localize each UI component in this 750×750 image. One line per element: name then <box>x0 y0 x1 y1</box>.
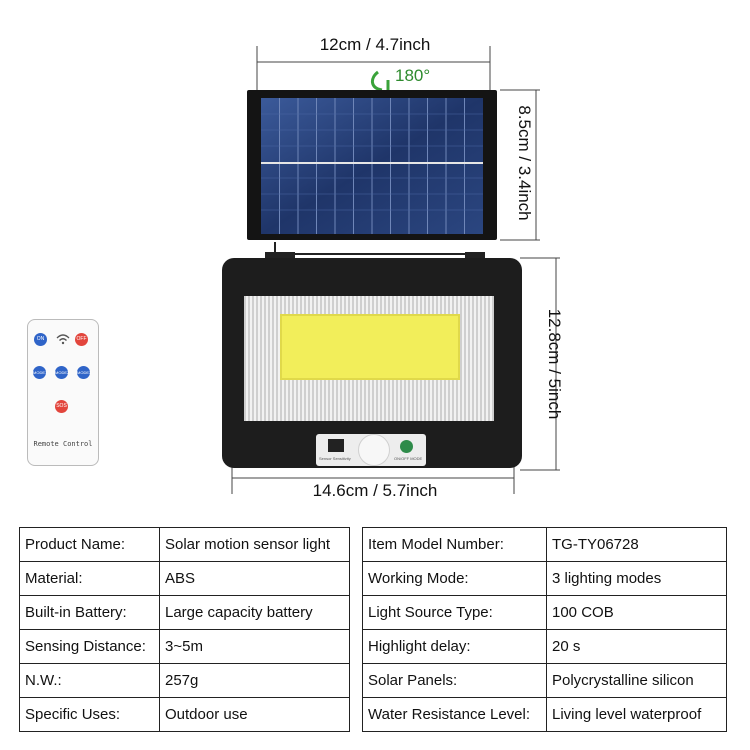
table-row: Highlight delay: 20 s <box>362 629 727 664</box>
spec-value: Solar motion sensor light <box>159 527 350 562</box>
spec-value: 3 lighting modes <box>546 561 727 596</box>
spec-label: Item Model Number: <box>362 527 547 562</box>
table-row: Built-in Battery: Large capacity battery <box>19 595 350 630</box>
panel-width-label: 12cm / 4.7inch <box>319 35 431 54</box>
table-row: Solar Panels: Polycrystalline silicon <box>362 663 727 698</box>
spec-value: Large capacity battery <box>159 595 350 630</box>
lamp-width-label: 14.6cm / 5.7inch <box>312 481 438 500</box>
spec-label: Built-in Battery: <box>19 595 160 630</box>
button-caption: ON/OFF MODE <box>394 456 423 461</box>
solar-panel <box>247 90 497 240</box>
spec-value: 100 COB <box>546 595 727 630</box>
spec-label: N.W.: <box>19 663 160 698</box>
rotation-label: 180° <box>395 66 431 85</box>
cob-led <box>280 314 460 380</box>
spec-label: Working Mode: <box>362 561 547 596</box>
panel-cable <box>265 242 485 260</box>
spec-table-left: Product Name: Solar motion sensor light … <box>19 527 350 732</box>
spec-value: 20 s <box>546 629 727 664</box>
table-row: Working Mode: 3 lighting modes <box>362 561 727 596</box>
sos-button[interactable]: SOS <box>55 400 68 413</box>
remote-control: ON OFF MODE1 MODE2 MODE3 SOS Remote Cont… <box>27 319 99 466</box>
spec-value: TG-TY06728 <box>546 527 727 562</box>
led-reflector <box>244 296 494 421</box>
table-row: Specific Uses: Outdoor use <box>19 697 350 732</box>
spec-value: Outdoor use <box>159 697 350 732</box>
spec-table-right: Item Model Number: TG-TY06728 Working Mo… <box>362 527 727 732</box>
lamp-body: Sensor Sensitivity ON/OFF MODE <box>222 258 522 468</box>
table-row: Light Source Type: 100 COB <box>362 595 727 630</box>
wifi-icon <box>56 334 70 345</box>
table-row: N.W.: 257g <box>19 663 350 698</box>
mode3-button[interactable]: MODE3 <box>77 366 91 379</box>
sensor-window <box>328 439 344 452</box>
remote-caption: Remote Control <box>33 440 93 448</box>
spec-label: Sensing Distance: <box>19 629 160 664</box>
table-row: Item Model Number: TG-TY06728 <box>362 527 727 562</box>
mode2-button[interactable]: MODE2 <box>55 366 69 379</box>
control-panel: Sensor Sensitivity ON/OFF MODE <box>316 434 426 466</box>
spec-value: 257g <box>159 663 350 698</box>
pir-sensor <box>358 434 390 466</box>
spec-value: ABS <box>159 561 350 596</box>
spec-value: 3~5m <box>159 629 350 664</box>
off-button[interactable]: OFF <box>75 333 88 346</box>
spec-label: Material: <box>19 561 160 596</box>
spec-label: Highlight delay: <box>362 629 547 664</box>
sensor-caption: Sensor Sensitivity <box>319 456 351 461</box>
spec-label: Light Source Type: <box>362 595 547 630</box>
lamp-height-label: 12.8cm / 5inch <box>545 308 564 420</box>
spec-label: Specific Uses: <box>19 697 160 732</box>
spec-label: Water Resistance Level: <box>362 697 547 732</box>
solar-cells <box>261 98 483 234</box>
mode1-button[interactable]: MODE1 <box>33 366 47 379</box>
spec-label: Solar Panels: <box>362 663 547 698</box>
spec-label: Product Name: <box>19 527 160 562</box>
on-button[interactable]: ON <box>34 333 47 346</box>
spec-value: Living level waterproof <box>546 697 727 732</box>
spec-value: Polycrystalline silicon <box>546 663 727 698</box>
panel-height-label: 8.5cm / 3.4inch <box>515 105 534 221</box>
table-row: Sensing Distance: 3~5m <box>19 629 350 664</box>
power-button[interactable] <box>400 440 413 453</box>
table-row: Product Name: Solar motion sensor light <box>19 527 350 562</box>
table-row: Material: ABS <box>19 561 350 596</box>
table-row: Water Resistance Level: Living level wat… <box>362 697 727 732</box>
